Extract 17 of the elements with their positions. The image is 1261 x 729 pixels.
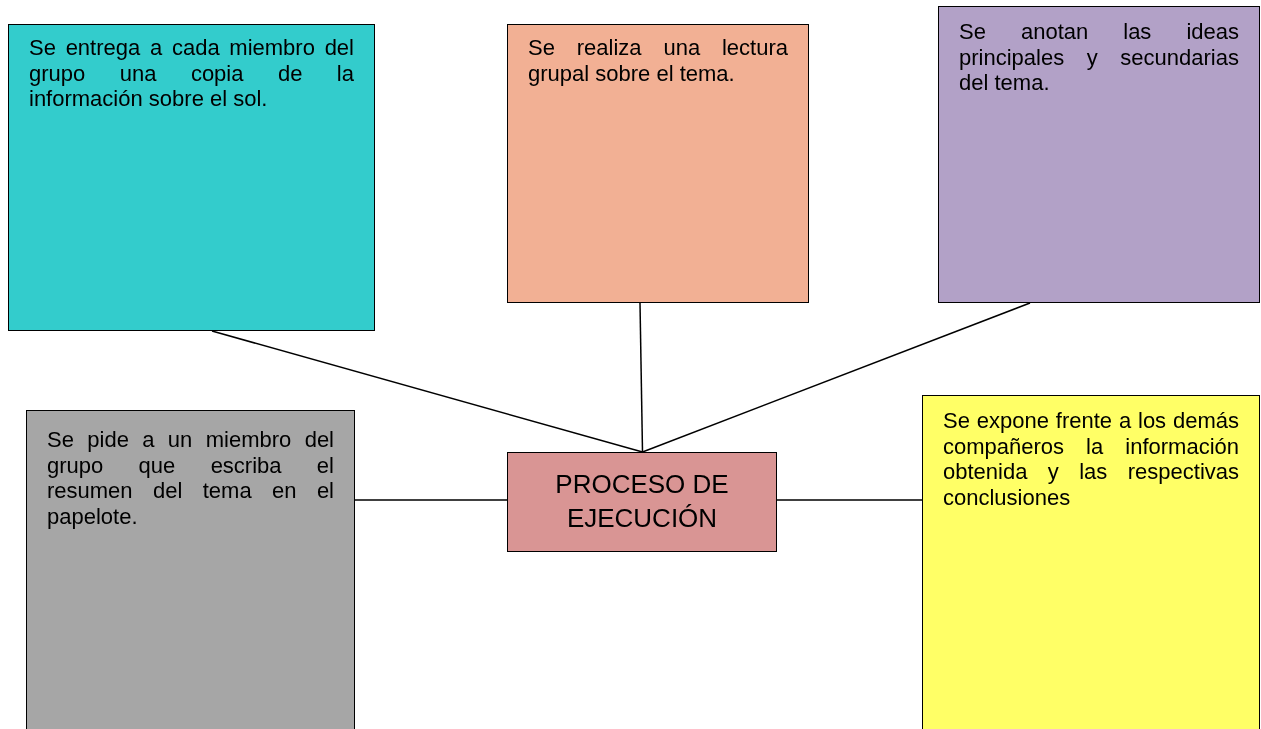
connector-line: [354, 499, 508, 501]
step-text: Se expone frente a los demás compañeros la información obtenida y las respectivas conclusiones: [943, 408, 1239, 511]
step-text: Se entrega a cada miembro del grupo una copia de la información sobre el sol.: [29, 35, 354, 113]
step-text: Se anotan las ideas principales y secundarias del tema.: [959, 19, 1239, 97]
step-box: [8, 24, 375, 331]
connector-line: [211, 330, 644, 453]
connector-line: [639, 302, 644, 453]
step-box: [922, 395, 1260, 729]
topic-title: PROCESO DE EJECUCIÓN: [554, 468, 730, 535]
step-box: [507, 24, 809, 303]
step-text: Se realiza una lectura grupal sobre el tema.: [528, 35, 788, 87]
connector-line: [641, 302, 1031, 453]
step-box: [938, 6, 1260, 303]
connector-line: [776, 499, 923, 501]
step-text: Se pide a un miembro del grupo que escriba el resumen del tema en el papelote.: [47, 427, 334, 530]
step-box: [26, 410, 355, 729]
central-topic-box: [507, 452, 777, 552]
